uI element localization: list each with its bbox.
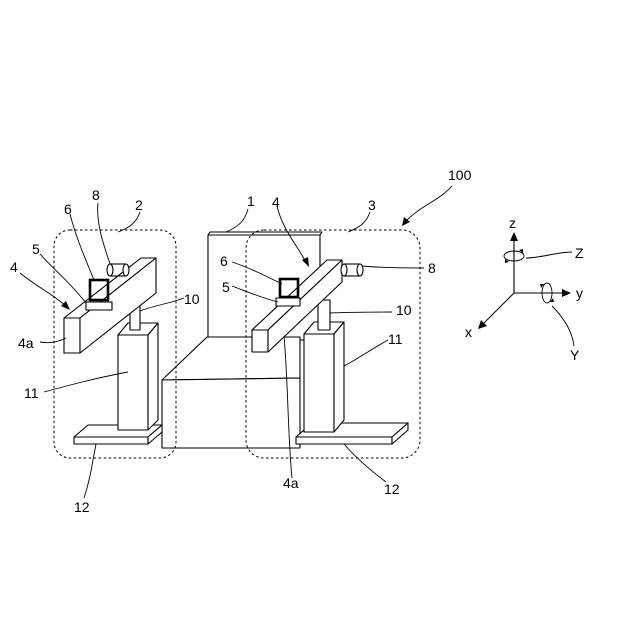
label-5-right: 5: [222, 279, 230, 295]
label-4a-left: 4a: [18, 335, 34, 351]
right-sensor: [341, 264, 363, 276]
label-12-right: 12: [384, 481, 400, 497]
right-hand: [276, 298, 300, 306]
label-4-right: 4: [272, 194, 280, 210]
label-8-left: 8: [92, 187, 100, 203]
label-4-left: 4: [10, 259, 18, 275]
label-6-right: 6: [220, 253, 228, 269]
label-4a-right: 4a: [283, 475, 299, 491]
left-sensor: [107, 264, 129, 276]
right-column: [304, 334, 334, 432]
axis-labels: z y x Z Y: [465, 215, 584, 363]
label-3: 3: [368, 197, 376, 213]
label-2: 2: [135, 197, 143, 213]
label-6-left: 6: [64, 201, 72, 217]
label-8-right: 8: [428, 260, 436, 276]
label-10-right: 10: [396, 302, 412, 318]
axis-y-label: y: [576, 285, 583, 301]
z-arrow-icon: [510, 232, 518, 241]
base-unit: [162, 232, 322, 448]
label-1: 1: [247, 193, 255, 209]
rotation-z-label: Z: [575, 245, 584, 261]
left-arm-tip: [64, 318, 80, 353]
left-column: [118, 335, 148, 430]
label-10-left: 10: [184, 291, 200, 307]
left-robot: [54, 230, 176, 458]
right-arm-tip: [252, 330, 268, 352]
axis-z-label: z: [509, 215, 516, 231]
left-hand: [86, 302, 112, 310]
label-11-left: 11: [24, 385, 39, 401]
rotation-y-label: Y: [570, 347, 580, 363]
label-12-left: 12: [74, 499, 90, 515]
y-arrow-icon: [562, 289, 571, 297]
label-11-right: 11: [388, 331, 403, 347]
coordinate-axes: [478, 232, 571, 329]
label-100: 100: [448, 167, 472, 183]
label-5-left: 5: [32, 241, 40, 257]
right-joint: [318, 300, 330, 330]
axis-x-label: x: [465, 324, 472, 340]
